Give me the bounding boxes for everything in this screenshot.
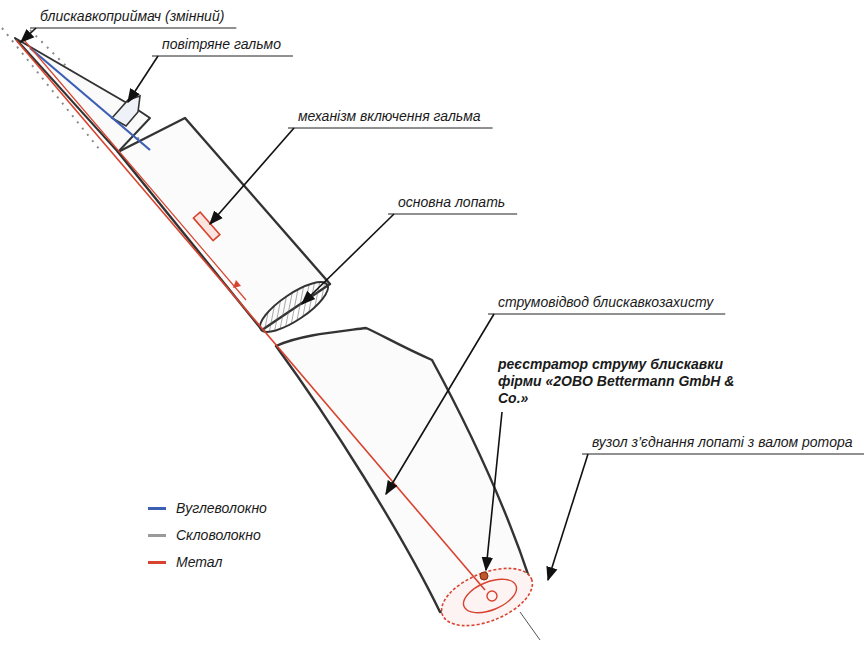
current-recorder	[480, 572, 488, 580]
leader-arrow	[210, 128, 294, 224]
label-underline	[152, 56, 293, 57]
legend-label: Метал	[176, 554, 222, 571]
label-underline	[488, 314, 725, 315]
part-label: основна лопать	[398, 194, 505, 211]
label-underline	[30, 28, 236, 29]
root-hub	[487, 591, 497, 601]
part-label: механізм включення гальма	[298, 108, 481, 125]
legend-swatch	[148, 561, 166, 564]
root-flange	[434, 557, 541, 637]
part-label: повітряне гальмо	[162, 36, 281, 53]
leader-arrow	[128, 56, 158, 102]
lightning-conductor	[16, 40, 485, 590]
label-underline	[288, 128, 493, 129]
blade-tip	[15, 38, 150, 152]
label-underline	[388, 214, 517, 215]
leader-arrow	[21, 28, 36, 42]
root-blade	[276, 328, 530, 612]
legend-swatch	[148, 507, 166, 510]
carbon-rod	[30, 48, 150, 150]
leader-arrow	[302, 214, 394, 304]
legend-label: Скловолокно	[176, 527, 261, 544]
rotor-shaft	[520, 612, 540, 640]
part-label: струмовідвод блискавкозахисту	[498, 294, 713, 311]
lightning-conductor	[24, 40, 246, 300]
leader-arrow	[386, 314, 494, 494]
brake-link	[233, 280, 241, 288]
leader-arrow	[548, 454, 588, 580]
root-flange-inner	[459, 573, 521, 620]
legend-swatch	[148, 534, 166, 537]
label-underline	[582, 454, 864, 455]
legend-label: Вуглеволокно	[176, 500, 267, 517]
leader-arrow	[486, 412, 502, 570]
part-label: блискавкоприймач (змінний)	[40, 8, 224, 25]
part-label: реєстратор струму блискавки фірми «2OBO …	[498, 356, 748, 407]
part-label: вузол з’єднання лопаті з валом ротора	[592, 434, 852, 451]
